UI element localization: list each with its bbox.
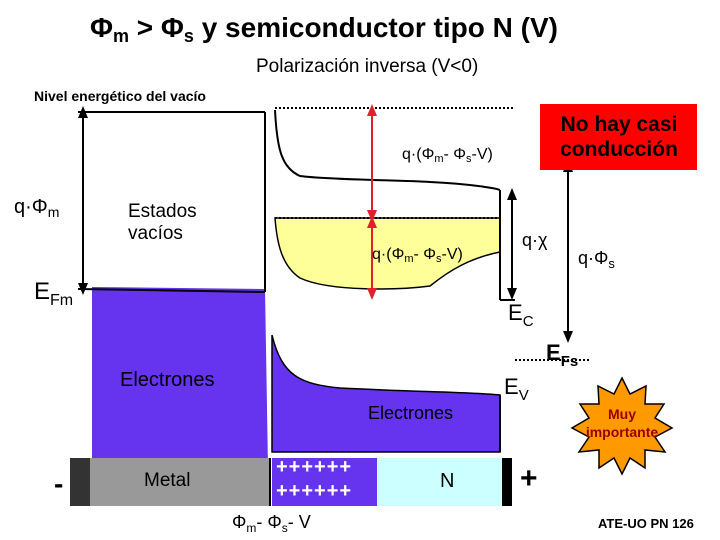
q-chi-label: q·χ xyxy=(522,230,547,251)
efs-sub: Fs xyxy=(560,353,579,370)
voltage-sub-m: m xyxy=(246,521,257,535)
minus-sign: - xyxy=(54,468,64,499)
efs-label: EFs xyxy=(546,340,578,370)
estados-vacios-label: Estados vacíos xyxy=(128,201,197,244)
charge-region xyxy=(272,458,377,506)
ev-sub: V xyxy=(518,387,529,404)
voltage-phi-s: Φ xyxy=(267,512,282,532)
metal-electron-fill xyxy=(92,287,268,468)
ec-e: E xyxy=(508,300,523,325)
electrones-metal-label: Electrones xyxy=(120,369,215,391)
barrier-top-pre: q·( xyxy=(402,146,422,163)
barrier-top-label: q·(Φm- Φs-V) xyxy=(402,146,493,165)
plus-row-bottom: ++++++ xyxy=(276,480,353,502)
barrier-mid-pre: q·( xyxy=(372,246,392,263)
metal-bar-dark xyxy=(70,458,90,506)
q-phi-s-q: q· xyxy=(578,248,595,268)
n-region xyxy=(377,458,502,506)
slide-title: Φm > Φs y semiconductor tipo N (V) xyxy=(90,12,558,47)
footer-label: ATE-UO PN 126 xyxy=(598,516,694,531)
ec-sub: C xyxy=(522,313,534,330)
ev-label: EV xyxy=(504,374,529,404)
metal-region xyxy=(90,458,270,506)
plus-sign: + xyxy=(520,462,538,495)
barrier-mid-label: q·(Φm- Φs-V) xyxy=(372,246,463,265)
burst-shape xyxy=(570,376,674,476)
voltage-mid: - xyxy=(256,512,268,532)
barrier-mid-sub-s: s xyxy=(436,253,442,265)
title-phi-m: Φ xyxy=(90,12,113,43)
metal-label: Metal xyxy=(144,470,191,491)
vacuum-curve xyxy=(274,109,501,191)
callout-box xyxy=(540,104,697,170)
barrier-top-sub-m: m xyxy=(434,153,444,165)
barrier-top-phi-m: Φ xyxy=(421,146,435,163)
barrier-mid-post: -V) xyxy=(441,246,463,263)
barrier-mid-sub-m: m xyxy=(404,253,414,265)
ec-label: EC xyxy=(508,300,534,330)
q-phi-m-label: q·Φm xyxy=(14,196,59,220)
slide-subtitle: Polarización inversa (V<0) xyxy=(256,56,479,77)
q-chi-q: q· xyxy=(522,230,539,250)
ev-e: E xyxy=(504,374,519,399)
efm-label: EFm xyxy=(34,278,73,310)
barrier-mid-mid: - xyxy=(413,246,424,263)
barrier-top-post: -V) xyxy=(471,146,493,163)
plus-row-top: ++++++ xyxy=(276,456,353,478)
barrier-mid-phi-m: Φ xyxy=(391,246,405,263)
efm-sub: Fm xyxy=(50,292,74,309)
voltage-phi-m: Φ xyxy=(232,512,247,532)
barrier-top-sub-s: s xyxy=(466,153,472,165)
title-rest: y semiconductor tipo N (V) xyxy=(193,12,558,43)
q-phi-m-q: q· xyxy=(14,196,32,218)
valence-band-fill xyxy=(271,334,501,453)
title-gt: > xyxy=(129,12,161,43)
voltage-label: Φm- Φs- V xyxy=(232,512,311,535)
n-label: N xyxy=(440,470,455,492)
electrones-semi-label: Electrones xyxy=(368,403,454,423)
voltage-post: - V xyxy=(287,512,311,532)
barrier-mid-phi-s: Φ xyxy=(423,246,437,263)
n-bar-dark xyxy=(502,458,512,506)
q-phi-s-sub: s xyxy=(608,256,615,271)
burst-text: Muy importante xyxy=(585,406,659,440)
efm-e: E xyxy=(34,278,51,305)
title-sub-m: m xyxy=(112,26,129,46)
efs-e: E xyxy=(546,340,561,365)
conduction-band-empty xyxy=(274,217,501,290)
barrier-top-mid: - xyxy=(443,146,454,163)
vacuum-level-label: Nivel energético del vacío xyxy=(34,88,206,104)
q-phi-m-sub: m xyxy=(47,204,60,220)
title-phi-s: Φ xyxy=(160,12,184,43)
q-phi-m-phi: Φ xyxy=(31,196,48,218)
callout-text: No hay casi conducción xyxy=(560,113,678,161)
q-phi-s-label: q·Φs xyxy=(578,248,615,271)
title-sub-s: s xyxy=(183,26,194,46)
voltage-sub-s: s xyxy=(281,521,288,535)
q-chi-symbol: χ xyxy=(538,230,548,250)
metal-empty-states xyxy=(92,112,265,287)
barrier-top-phi-s: Φ xyxy=(453,146,467,163)
q-phi-s-phi: Φ xyxy=(594,248,609,268)
